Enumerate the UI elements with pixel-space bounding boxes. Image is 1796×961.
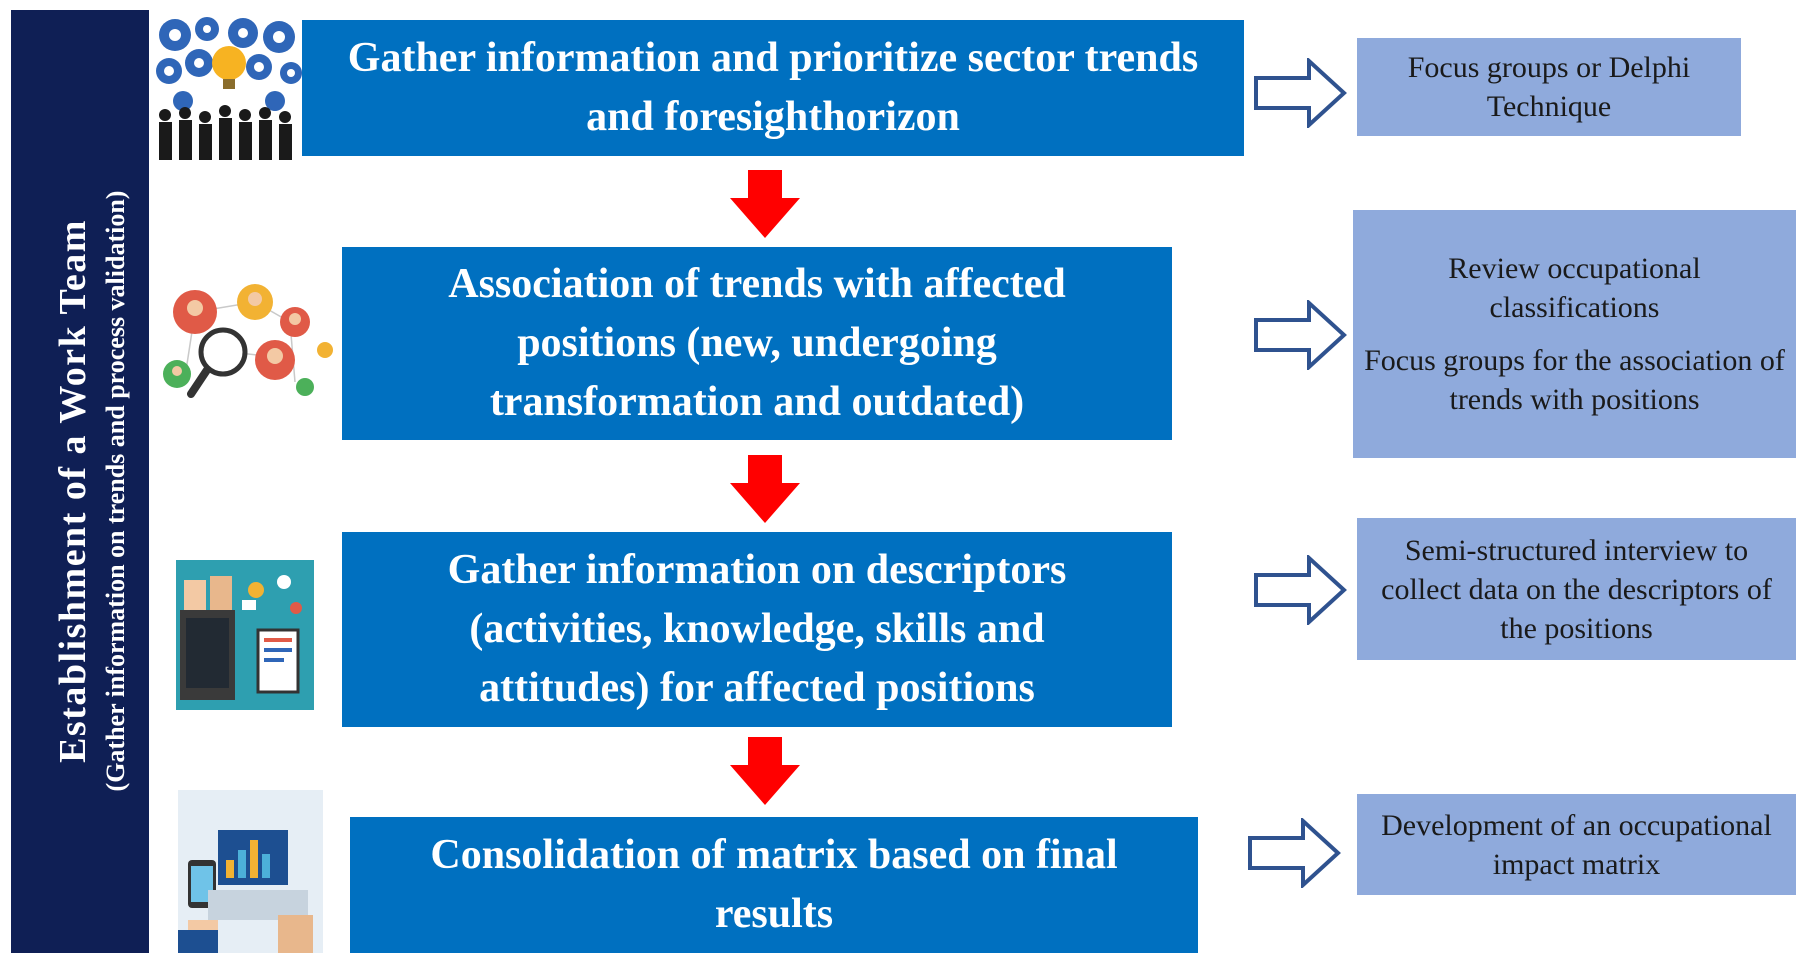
note-3-box: Semi-structured interview to collect dat… bbox=[1357, 518, 1796, 660]
step-2-box: Association of trends with affected posi… bbox=[342, 247, 1172, 440]
analytics-laptop-icon bbox=[178, 790, 323, 953]
people-network-magnifier-icon bbox=[155, 282, 335, 407]
sidebar-text: Establishment of a Work Team (Gather inf… bbox=[48, 21, 134, 961]
right-arrow-3 bbox=[1254, 555, 1347, 625]
sidebar-title: Establishment of a Work Team bbox=[52, 219, 94, 763]
note-1-text: Focus groups or Delphi Technique bbox=[1407, 51, 1691, 123]
down-arrow-2 bbox=[730, 455, 800, 523]
right-arrow-2 bbox=[1254, 300, 1347, 370]
step-3-box: Gather information on descriptors (activ… bbox=[342, 532, 1172, 727]
note-1-box: Focus groups or Delphi Technique bbox=[1357, 38, 1741, 136]
devices-hands-icon bbox=[176, 560, 314, 710]
note-3-text: Semi-structured interview to collect dat… bbox=[1381, 533, 1772, 645]
note-4-box: Development of an occupational impact ma… bbox=[1357, 794, 1796, 895]
gears-crowd-icon bbox=[155, 15, 303, 160]
right-arrow-4 bbox=[1248, 818, 1341, 888]
sidebar-banner: Establishment of a Work Team (Gather inf… bbox=[11, 10, 149, 953]
down-arrow-1 bbox=[730, 170, 800, 238]
right-arrow-1 bbox=[1254, 58, 1347, 128]
note-2-text-2: Focus groups for the association of tren… bbox=[1364, 344, 1785, 416]
step-4-box: Consolidation of matrix based on final r… bbox=[350, 817, 1198, 953]
note-2-text-1: Review occupational classifications bbox=[1448, 252, 1701, 324]
note-2-box: Review occupational classifications Focu… bbox=[1353, 210, 1796, 458]
down-arrow-3 bbox=[730, 737, 800, 805]
note-4-text: Development of an occupational impact ma… bbox=[1381, 808, 1772, 881]
sidebar-subtitle: (Gather information on trends and proces… bbox=[101, 190, 130, 792]
step-1-box: Gather information and prioritize sector… bbox=[302, 20, 1244, 156]
